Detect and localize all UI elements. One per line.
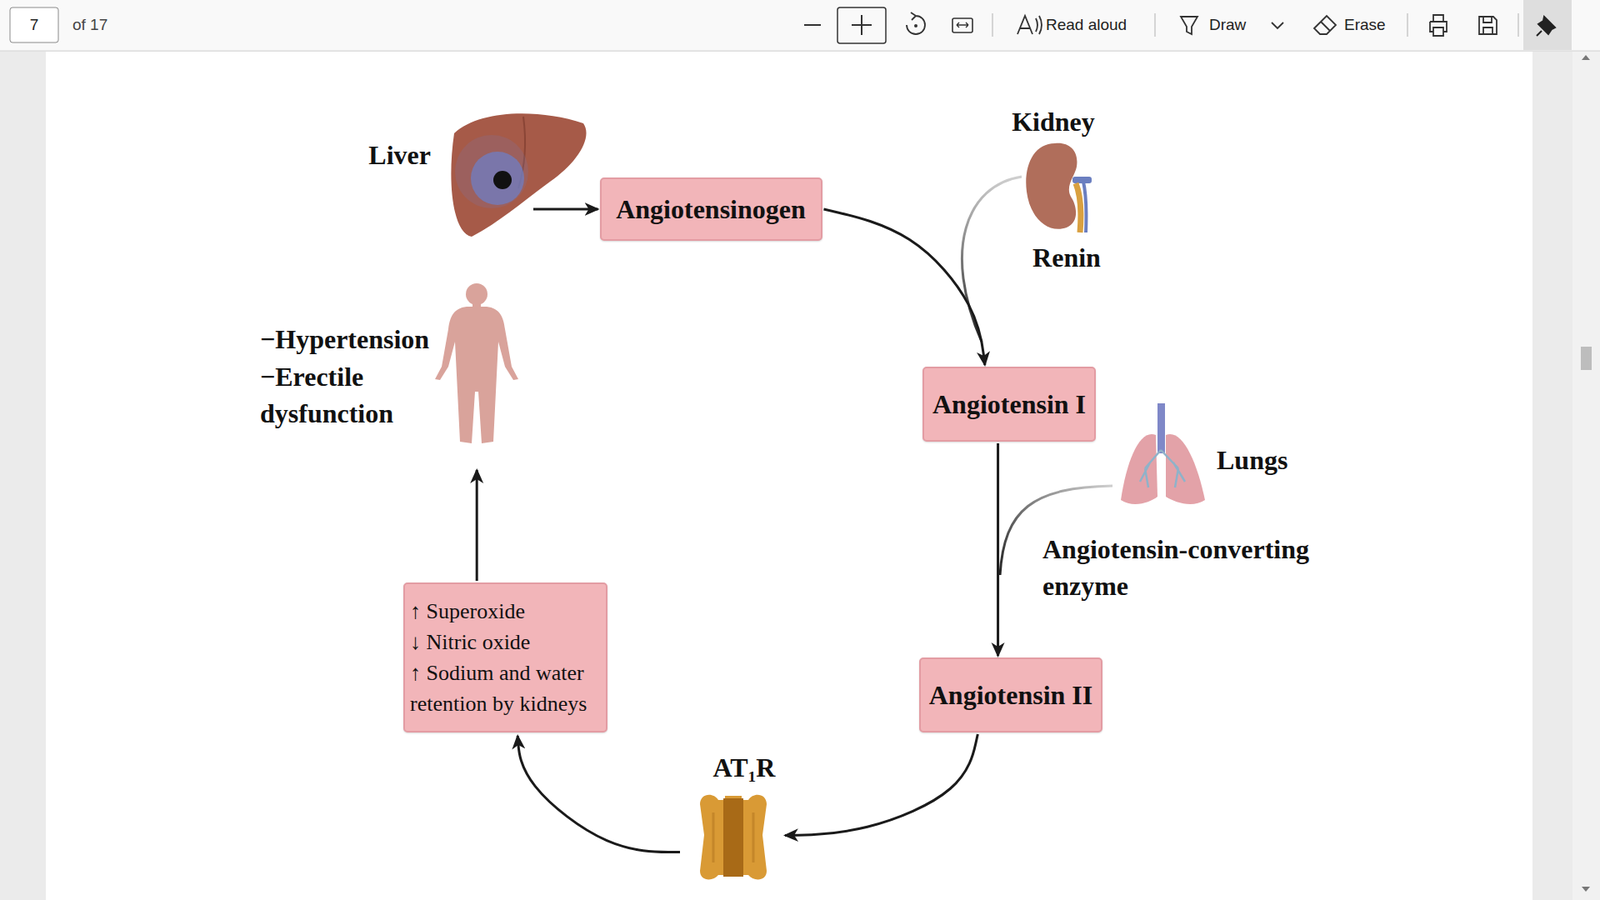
node-text: −Hypertension — [260, 320, 430, 358]
effects-box: ↑ Superoxide↓ Nitric oxide↑ Sodium and w… — [403, 582, 608, 733]
process-box: Angiotensin II — [919, 657, 1104, 733]
lungs-illustration — [1120, 403, 1205, 505]
scrollbar — [1572, 51, 1600, 900]
zoom-out-icon — [804, 24, 821, 26]
lungs-node: Lungs — [1119, 403, 1206, 508]
toolbar-button-label: Draw — [1209, 15, 1246, 35]
process-box: Angiotensinogen — [600, 177, 823, 241]
renin-leader — [961, 176, 1022, 342]
erase-icon — [1314, 15, 1336, 35]
pin-icon — [1536, 16, 1555, 36]
page-input — [10, 7, 59, 43]
page-number: 7 — [30, 15, 40, 35]
toolbar-button-label: Read aloud — [1045, 15, 1127, 35]
node-text: ↑ Sodium and water retention by kidneys — [410, 657, 601, 720]
read-aloud-icon — [1017, 15, 1042, 35]
node-text: −Erectile dysfunction — [260, 358, 440, 432]
human-node: −Hypertension−Erectile dysfunction — [433, 280, 521, 469]
node-text: Angiotensinogen — [615, 192, 806, 226]
pin-button — [1523, 0, 1572, 50]
node-text: Lungs — [1216, 441, 1288, 479]
node-text: Liver — [368, 136, 431, 174]
human-illustration — [435, 283, 519, 444]
toolbar — [0, 0, 1600, 51]
arrow-connector — [996, 443, 1000, 656]
node-text: AT₁R — [713, 749, 776, 786]
receptor-illustration — [700, 795, 767, 880]
save-icon — [1479, 16, 1497, 35]
kidney-illustration — [1025, 143, 1092, 233]
zoom-in-button — [837, 7, 886, 44]
liver-illustration — [450, 113, 586, 237]
chevron-icon — [1271, 22, 1284, 29]
pdf-page — [45, 51, 1533, 900]
node-text: Angiotensin II — [929, 678, 1094, 712]
toolbar-button-label: Erase — [1344, 15, 1386, 35]
page-count: of 17 — [72, 15, 108, 35]
draw-icon — [1180, 16, 1198, 35]
scroll-thumb — [1580, 346, 1592, 370]
node-text: Renin — [1032, 239, 1101, 276]
process-box: Angiotensin I — [922, 366, 1096, 442]
arrow-connector — [475, 470, 479, 581]
node-text: ↓ Nitric oxide — [410, 626, 601, 658]
arrow-connector — [533, 208, 599, 211]
zoom-in-icon — [851, 15, 872, 35]
node-text: Kidney — [1011, 103, 1095, 140]
node-text: ↑ Superoxide — [410, 595, 601, 627]
arrow-connector — [785, 734, 978, 836]
arrow-connector — [824, 209, 985, 365]
node-text: Angiotensin I — [932, 387, 1086, 421]
fit-icon — [952, 18, 973, 33]
rotate-icon — [906, 12, 925, 35]
enzyme-label: Angiotensin-converting enzyme — [1042, 530, 1326, 605]
receptor-node: AT₁R — [685, 790, 780, 880]
liver-node: Liver — [446, 112, 534, 237]
arrow-connector — [517, 735, 680, 853]
print-icon — [1430, 15, 1447, 36]
kidney-node: KidneyRenin — [1025, 140, 1092, 233]
